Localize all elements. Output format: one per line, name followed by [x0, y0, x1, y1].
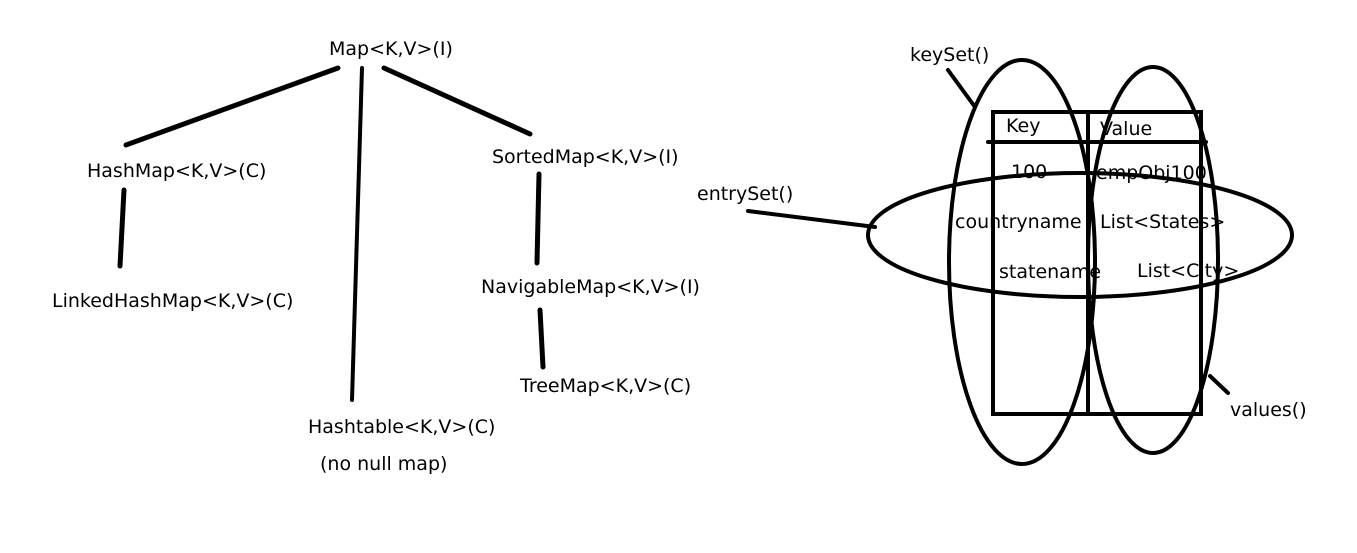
edge-sortedmap-navigablemap: [534, 171, 542, 266]
node-hashmap: HashMap<K,V>(C): [87, 160, 266, 182]
keyset-ellipse: [947, 58, 1097, 466]
node-hashtable: Hashtable<K,V>(C): [308, 416, 495, 438]
values-pointer: [1208, 374, 1230, 395]
values-ellipse: [1086, 65, 1220, 455]
values-label: values(): [1230, 399, 1307, 421]
table-key-header: Key: [1006, 115, 1040, 137]
table-border: [991, 110, 1203, 416]
table-row-key-1: 100: [1011, 161, 1047, 183]
node-navigablemap: NavigableMap<K,V>(I): [481, 276, 700, 298]
keyset-pointer: [946, 68, 977, 109]
edge-navigablemap-treemap: [537, 307, 546, 370]
edge-map-sortedmap: [381, 65, 533, 137]
node-treemap: TreeMap<K,V>(C): [519, 375, 691, 397]
table-value-header: Value: [1100, 118, 1152, 140]
node-linkedhashmap: LinkedHashMap<K,V>(C): [52, 290, 293, 312]
table-row-value-2: List<States>: [1100, 211, 1225, 233]
hierarchy-connectors: [117, 65, 546, 402]
edge-hashmap-linkedhashmap: [117, 187, 127, 269]
entryset-pointer: [746, 209, 877, 229]
entryset-ellipse: [866, 171, 1294, 299]
edge-map-hashmap: [123, 65, 341, 148]
node-hashtable-note: (no null map): [320, 453, 447, 475]
node-map: Map<K,V>(I): [329, 38, 453, 60]
keyset-label: keySet(): [910, 44, 989, 66]
edge-map-hashtable: [350, 66, 364, 402]
node-sortedmap: SortedMap<K,V>(I): [492, 146, 679, 168]
entryset-label: entrySet(): [697, 183, 793, 205]
table-row-value-3: List<City>: [1137, 260, 1239, 282]
table-row-key-2: countryname: [955, 211, 1082, 233]
table-row-key-3: statename: [999, 261, 1101, 283]
